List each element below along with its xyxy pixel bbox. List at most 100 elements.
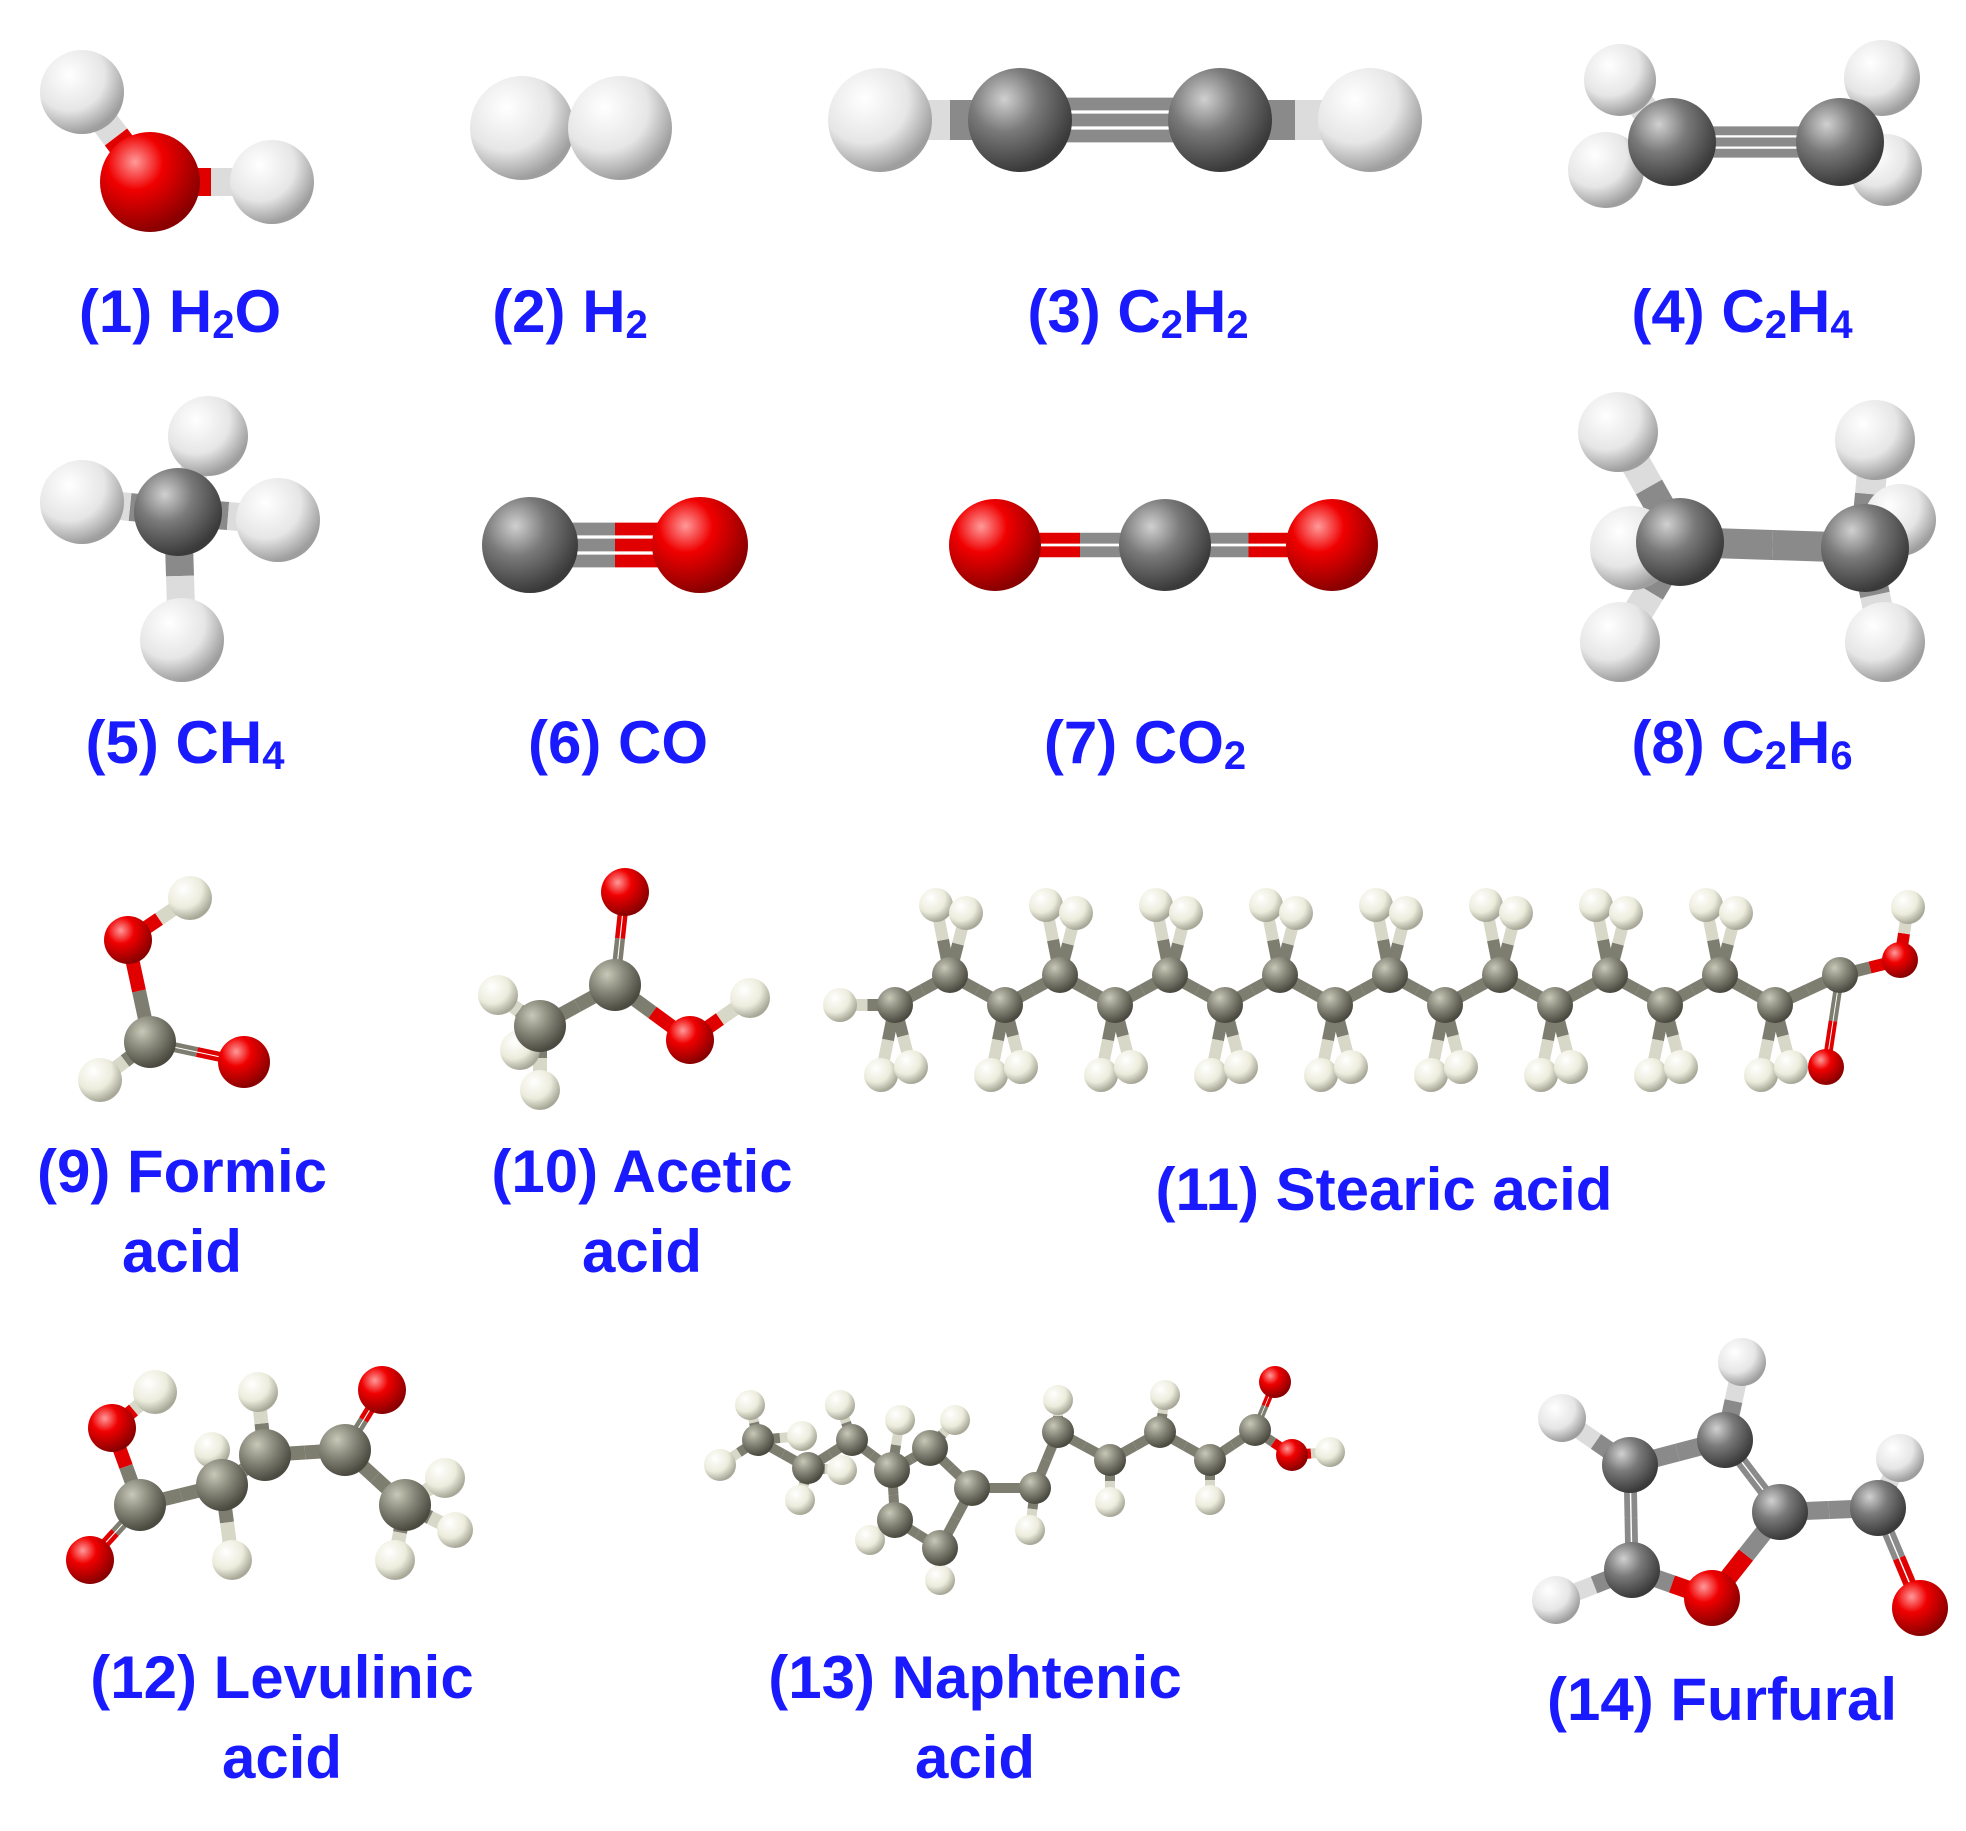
- hydrogen-atom: [1444, 1050, 1478, 1084]
- oxygen-atom: [88, 1404, 136, 1452]
- hydrogen-atom: [1524, 1058, 1558, 1092]
- hydrogen-atom: [894, 1050, 928, 1084]
- carbon-atom: [1647, 987, 1683, 1023]
- hydrogen-atom: [40, 50, 124, 134]
- carbon-atom: [1702, 957, 1738, 993]
- carbon-atom: [1482, 957, 1518, 993]
- hydrogen-atom: [1835, 400, 1915, 480]
- carbon-atom: [877, 1502, 913, 1538]
- hydrogen-atom: [1095, 1487, 1125, 1517]
- hydrogen-atom: [787, 1421, 817, 1451]
- hydrogen-atom: [855, 1525, 885, 1555]
- carbon-atom: [196, 1459, 248, 1511]
- hydrogen-atom: [1334, 1050, 1368, 1084]
- hydrogen-atom: [1315, 1437, 1345, 1467]
- carbon-atom: [124, 1016, 176, 1068]
- oxygen-atom: [666, 1016, 714, 1064]
- molecule-c2h2: [828, 68, 1422, 172]
- molecule-h2o: [40, 50, 314, 232]
- molecule-naphtenic-acid: [704, 1366, 1345, 1595]
- carbon-atom: [114, 1479, 166, 1531]
- hydrogen-atom: [1554, 1050, 1588, 1084]
- carbon-atom: [836, 1424, 868, 1456]
- hydrogen-atom: [238, 1372, 278, 1412]
- hydrogen-atom: [1139, 888, 1173, 922]
- hydrogen-atom: [1004, 1050, 1038, 1084]
- carbon-atom: [1636, 498, 1724, 586]
- molecule-levulinic-acid: [66, 1366, 473, 1584]
- hydrogen-atom: [949, 896, 983, 930]
- hydrogen-atom: [1194, 1058, 1228, 1092]
- hydrogen-atom: [919, 888, 953, 922]
- carbon-atom: [482, 497, 578, 593]
- carbon-atom: [932, 957, 968, 993]
- carbon-atom: [1042, 1416, 1074, 1448]
- carbon-atom: [1262, 957, 1298, 993]
- carbon-atom: [589, 959, 641, 1011]
- carbon-atom: [742, 1424, 774, 1456]
- hydrogen-atom: [1584, 44, 1656, 116]
- label-m11: (11) Stearic acid: [1155, 1156, 1613, 1223]
- hydrogen-atom: [730, 978, 770, 1018]
- hydrogen-atom: [470, 76, 574, 180]
- hydrogen-atom: [1844, 40, 1920, 116]
- hydrogen-atom: [940, 1405, 970, 1435]
- carbon-atom: [1152, 957, 1188, 993]
- carbon-atom: [922, 1530, 958, 1566]
- hydrogen-atom: [1845, 602, 1925, 682]
- label-m3: (3) C2H2: [1027, 278, 1249, 347]
- carbon-atom: [1168, 68, 1272, 172]
- hydrogen-atom: [925, 1565, 955, 1595]
- molecule-acetic-acid: [478, 868, 770, 1110]
- hydrogen-atom: [885, 1405, 915, 1435]
- oxygen-atom: [1808, 1049, 1844, 1085]
- carbon-atom: [1821, 504, 1909, 592]
- hydrogen-atom: [1719, 896, 1753, 930]
- hydrogen-atom: [735, 1390, 765, 1420]
- hydrogen-atom: [1114, 1050, 1148, 1084]
- carbon-atom: [1119, 499, 1211, 591]
- carbon-atom: [912, 1430, 948, 1466]
- hydrogen-atom: [785, 1485, 815, 1515]
- carbon-atom: [877, 987, 913, 1023]
- hydrogen-atom: [1568, 132, 1644, 208]
- hydrogen-atom: [1015, 1515, 1045, 1545]
- hydrogen-atom: [1169, 896, 1203, 930]
- hydrogen-atom: [1689, 888, 1723, 922]
- carbon-atom: [1822, 957, 1858, 993]
- hydrogen-atom: [1224, 1050, 1258, 1084]
- hydrogen-atom: [1150, 1380, 1180, 1410]
- carbon-atom: [1796, 98, 1884, 186]
- hydrogen-atom: [133, 1370, 177, 1414]
- oxygen-atom: [358, 1366, 406, 1414]
- hydrogen-atom: [1532, 1576, 1580, 1624]
- hydrogen-atom: [1469, 888, 1503, 922]
- carbon-atom: [1207, 987, 1243, 1023]
- hydrogen-atom: [1389, 896, 1423, 930]
- hydrogen-atom: [194, 1432, 230, 1468]
- hydrogen-atom: [1578, 392, 1658, 472]
- carbon-atom: [1239, 1414, 1271, 1446]
- carbon-atom: [1042, 957, 1078, 993]
- molecule-ch4: [40, 396, 320, 682]
- label-m6: (6) CO: [527, 709, 709, 776]
- hydrogen-atom: [1304, 1058, 1338, 1092]
- carbon-atom: [1097, 987, 1133, 1023]
- label-m1: (1) H2O: [78, 278, 282, 347]
- hydrogen-atom: [1876, 1434, 1924, 1482]
- molecule-c2h6: [1578, 392, 1936, 682]
- hydrogen-atom: [974, 1058, 1008, 1092]
- oxygen-atom: [1684, 1570, 1740, 1626]
- carbon-atom: [1019, 1472, 1051, 1504]
- molecule-c2h4: [1568, 40, 1922, 208]
- hydrogen-atom: [520, 1070, 560, 1110]
- hydrogen-atom: [1414, 1058, 1448, 1092]
- label-m8: (8) C2H6: [1631, 709, 1853, 778]
- oxygen-atom: [100, 132, 200, 232]
- hydrogen-atom: [1744, 1058, 1778, 1092]
- hydrogen-atom: [78, 1058, 122, 1102]
- hydrogen-atom: [1718, 1338, 1766, 1386]
